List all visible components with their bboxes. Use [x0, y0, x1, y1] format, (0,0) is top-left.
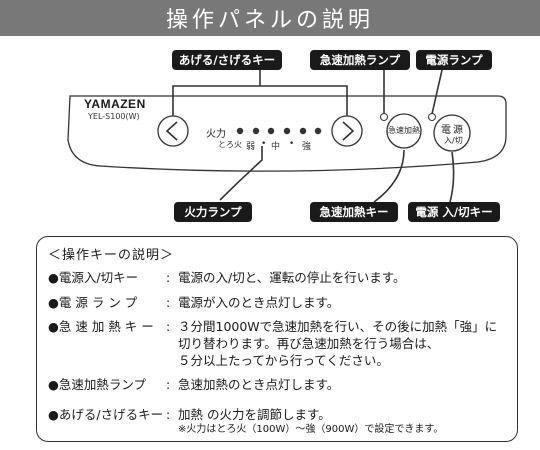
row-key: ●電源入/切キー — [48, 270, 139, 285]
row-desc: 電源が入のとき点灯します。 — [178, 295, 340, 310]
control-panel-diagram — [67, 69, 507, 203]
heat-level-weak: 弱 — [246, 142, 256, 152]
brand-logo: YAMAZEN — [84, 97, 146, 111]
instruction-row-updown-key: ●あげる/さげるキー: 加熱 の火力を調節します。 — [48, 404, 331, 423]
title-bar: 操作パネルの説明 — [0, 0, 540, 36]
callout-rapid-heat-key: 急速加熱キー — [310, 202, 398, 222]
heat-label: 火力 — [206, 129, 226, 140]
rapid-key-continuation-2: ５分以上たってから行ってください。 — [178, 353, 389, 368]
row-desc: ３分間1000Wで急速加熱を行い、その後に加熱「強」に — [178, 319, 498, 334]
model-number: YEL-S100(W) — [88, 112, 140, 121]
callout-rapid-heat-lamp: 急速加熱ランプ — [310, 50, 410, 70]
panel-outline — [67, 95, 507, 172]
row-sep: : — [166, 377, 171, 392]
rapid-heat-key-label[interactable]: 急速加熱 — [388, 126, 420, 135]
callout-power-key: 電源 入/切キー — [408, 202, 500, 222]
row-sep: : — [166, 270, 171, 285]
page-title: 操作パネルの説明 — [165, 8, 374, 33]
heat-level-mid: 中 — [271, 142, 281, 152]
left-arrow-icon — [165, 121, 178, 141]
row-sep: : — [166, 319, 171, 334]
instructions-box — [36, 236, 518, 442]
power-key — [433, 114, 471, 152]
callout-heat-lamp: 火力ランプ — [174, 202, 252, 222]
leader-power-lamp — [431, 69, 443, 115]
row-key: ●あげる/さげるキー — [48, 407, 164, 422]
row-desc: 急速加熱のとき点灯します。 — [178, 377, 340, 392]
heat-level-torobi: とろ火 — [218, 140, 242, 149]
heat-level-strong: 強 — [302, 142, 312, 152]
leader-power-key — [449, 151, 455, 203]
rapid-heat-key — [386, 113, 422, 149]
power-key-label-bottom[interactable]: 入/切 — [444, 136, 463, 145]
row-desc: 電源の入/切と、運転の停止を行います。 — [178, 270, 406, 285]
row-desc: 加熱 の火力を調節します。 — [178, 407, 331, 422]
row-sep: : — [166, 407, 171, 422]
callout-updown-key: あげる/さげるキー — [172, 50, 282, 70]
leader-heat-lamp — [219, 146, 263, 201]
instruction-row-power-lamp: ●電 源 ラ ン プ: 電源が入のとき点灯します。 — [48, 292, 339, 311]
power-key-label-top[interactable]: 電源 — [441, 125, 465, 136]
instruction-row-rapid-lamp: ●急速加熱ランプ: 急速加熱のとき点灯します。 — [48, 374, 339, 393]
instruction-row-power-key: ●電源入/切キー: 電源の入/切と、運転の停止を行います。 — [48, 267, 405, 286]
instructions-heading: ＜操作キーの説明＞ — [48, 248, 175, 263]
rapid-heat-lamp — [380, 113, 388, 121]
row-key: ●急速加熱ランプ — [48, 377, 147, 392]
heat-level-dot-1: • — [261, 139, 267, 149]
updown-key-note: ※火力はとろ火（100W）～強（900W）で設定できます。 — [178, 424, 444, 435]
right-arrow-icon — [342, 121, 355, 141]
row-key: ●急 速 加 熱 キ ー — [48, 319, 154, 334]
row-sep: : — [166, 295, 171, 310]
leader-rapid-key — [373, 149, 405, 203]
heat-level-dot-2: • — [289, 139, 295, 149]
callout-power-lamp: 電源ランプ — [416, 50, 492, 70]
heat-lamp-dots — [236, 127, 322, 135]
instruction-row-rapid-key: ●急 速 加 熱 キ ー:３分間1000Wで急速加熱を行い、その後に加熱「強」に — [48, 316, 497, 335]
power-lamp — [428, 113, 436, 121]
leader-updown — [172, 85, 348, 116]
row-key: ●電 源 ラ ン プ — [48, 295, 138, 310]
rapid-key-continuation-1: 切り替わります。再び急速加熱を行う場合は、 — [178, 336, 440, 351]
up-key — [331, 115, 363, 147]
down-key — [157, 115, 189, 147]
